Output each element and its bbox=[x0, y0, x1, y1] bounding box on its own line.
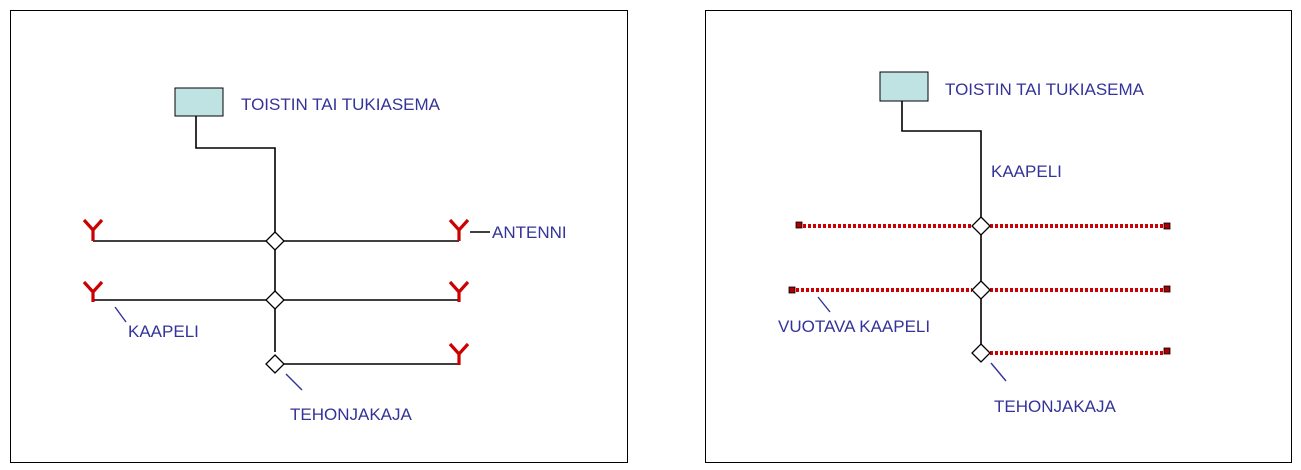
splitter-diamond bbox=[265, 290, 285, 310]
cable-label: KAAPELI bbox=[128, 322, 199, 341]
diagram-antenna-system: TOISTIN TAI TUKIASEMA bbox=[10, 10, 628, 463]
antenna-icon bbox=[448, 342, 470, 365]
splitter-diamond bbox=[265, 354, 285, 374]
cable-label: KAAPELI bbox=[991, 162, 1062, 181]
cable-terminator bbox=[788, 286, 796, 294]
splitter-leader bbox=[990, 362, 1007, 382]
splitter-diamond bbox=[971, 343, 991, 363]
cable-terminator bbox=[1163, 222, 1171, 230]
splitter-label: TEHONJAKAJA bbox=[994, 397, 1117, 416]
leaky-cable-leader bbox=[817, 296, 831, 313]
diagram-frame bbox=[10, 10, 628, 463]
feed-cable bbox=[195, 116, 276, 232]
splitter-label: TEHONJAKAJA bbox=[290, 405, 413, 424]
splitter-diamond bbox=[971, 280, 991, 300]
cable-terminator bbox=[795, 221, 803, 229]
repeater-box bbox=[879, 71, 929, 102]
splitter-leader bbox=[285, 373, 303, 391]
cable-terminator bbox=[1163, 285, 1171, 293]
antenna-icon bbox=[82, 280, 104, 302]
antenna-icon bbox=[448, 218, 470, 241]
repeater-label: TOISTIN TAI TUKIASEMA bbox=[945, 80, 1145, 99]
antenna-label: ANTENNI bbox=[492, 223, 567, 242]
repeater-box bbox=[174, 87, 224, 117]
diagram-frame bbox=[705, 10, 1292, 463]
antenna-icon bbox=[82, 218, 104, 241]
leaky-cable-label: VUOTAVA KAAPELI bbox=[778, 317, 930, 336]
splitter-diamond bbox=[971, 216, 991, 236]
feed-cable bbox=[901, 101, 982, 217]
cable-leader bbox=[114, 306, 127, 323]
cable-terminator bbox=[1163, 347, 1171, 355]
repeater-label: TOISTIN TAI TUKIASEMA bbox=[241, 95, 441, 114]
antenna-icon bbox=[448, 280, 470, 302]
diagram-leaky-cable-system: TOISTIN TAI TUKIASEMA KAAPELI VUOTAVA KA… bbox=[705, 10, 1292, 463]
splitter-diamond bbox=[265, 231, 285, 251]
